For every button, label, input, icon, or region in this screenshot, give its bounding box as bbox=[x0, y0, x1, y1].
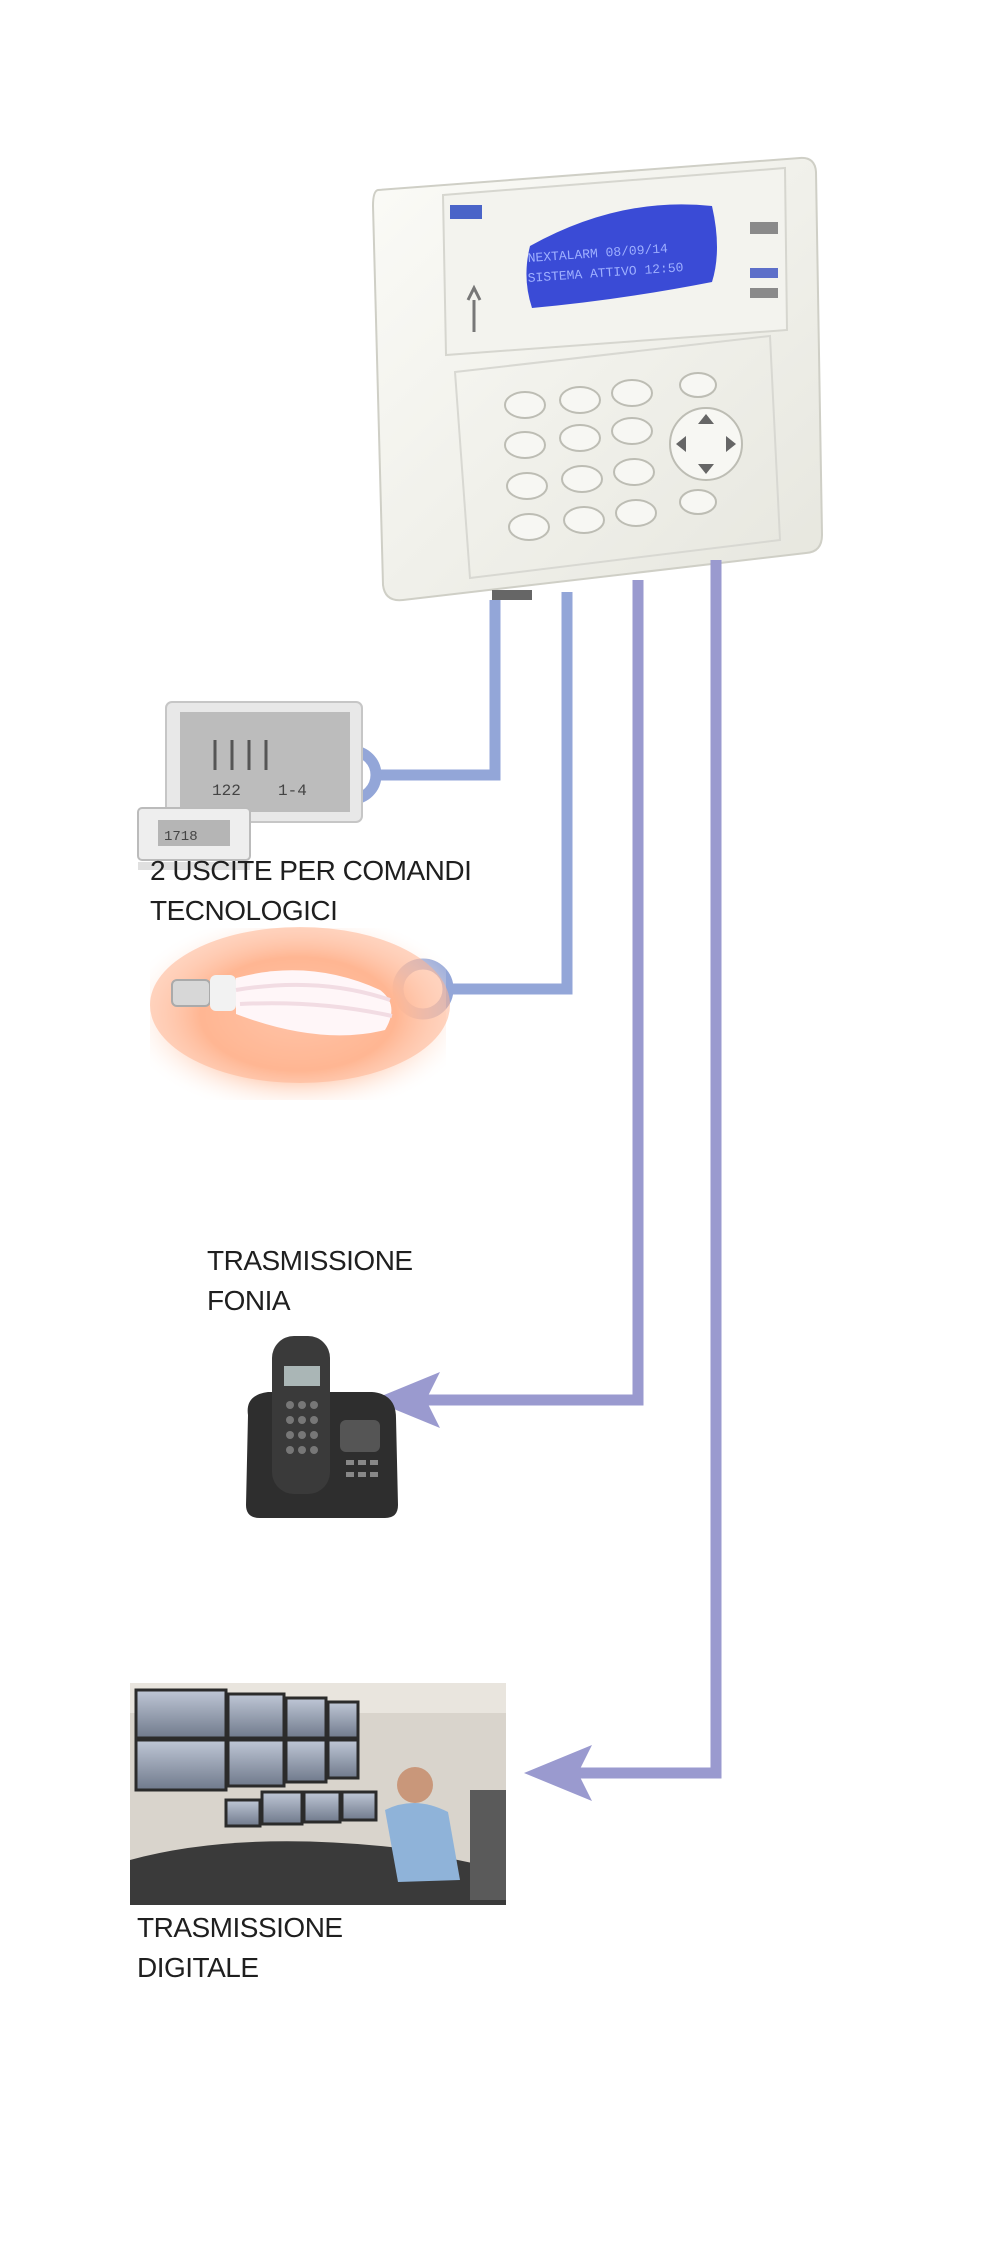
svg-text:1718: 1718 bbox=[164, 829, 198, 845]
label-line: TRASMISSIONE bbox=[137, 1912, 343, 1943]
keypad-panel-icon: NEXTALARM 08/09/14 SISTEMA ATTIVO 12:50 bbox=[371, 156, 824, 602]
connector-voice-arrow bbox=[372, 580, 644, 1428]
label-line: DIGITALE bbox=[137, 1952, 259, 1983]
connector-digital-arrow bbox=[524, 560, 722, 1801]
label-digital-transmission: TRASMISSIONE DIGITALE bbox=[137, 1908, 343, 1988]
cordless-phone-icon bbox=[246, 1336, 398, 1518]
label-voice-transmission: TRASMISSIONE FONIA bbox=[207, 1241, 413, 1321]
label-line: TECNOLOGICI bbox=[150, 895, 338, 926]
svg-text:122: 122 bbox=[212, 782, 241, 800]
label-line: TRASMISSIONE bbox=[207, 1245, 413, 1276]
control-room-photo-icon bbox=[130, 1683, 506, 1905]
label-technology-outputs: 2 USCITE PER COMANDI TECNOLOGICI bbox=[150, 851, 472, 931]
thermostat-icon: 122 1-4 1718 bbox=[137, 701, 363, 870]
label-line: 2 USCITE PER COMANDI bbox=[150, 855, 472, 886]
svg-text:1-4: 1-4 bbox=[278, 782, 307, 800]
light-bulb-icon bbox=[150, 927, 450, 1100]
label-line: FONIA bbox=[207, 1285, 291, 1316]
